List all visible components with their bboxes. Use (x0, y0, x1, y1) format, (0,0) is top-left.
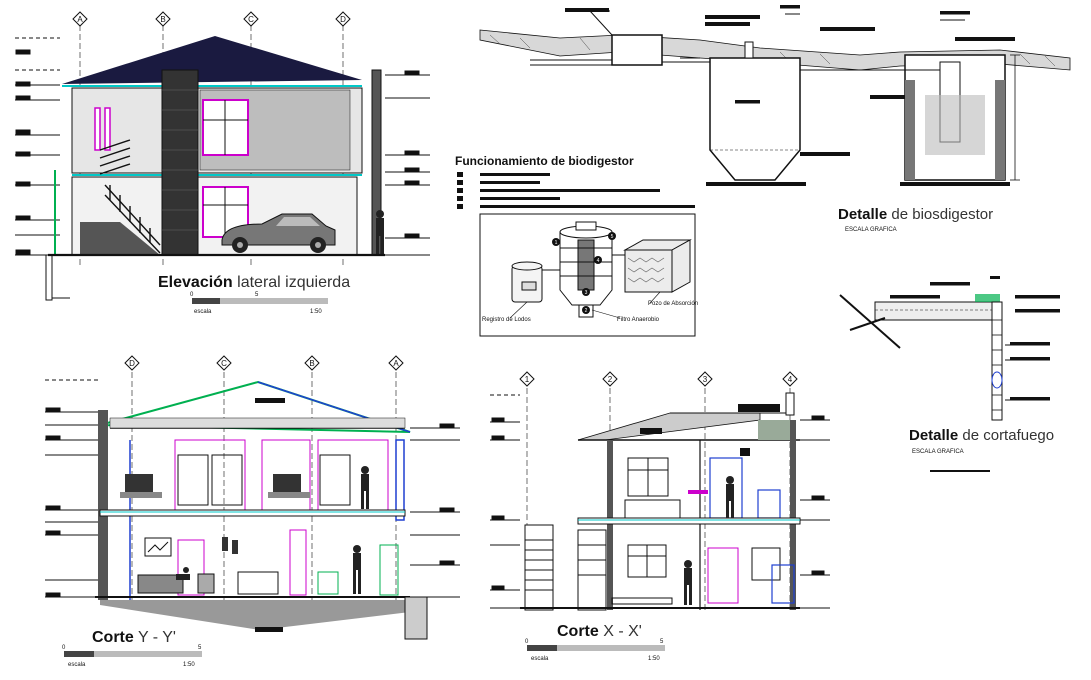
elevation-view: A B C D (15, 11, 430, 315)
elevation-right-level-marks (385, 70, 430, 256)
section-yy-right-level-marks (410, 423, 460, 598)
biodigester-detail-view: Detalle de biosdigestor ESCALA GRAFICA (479, 5, 1071, 233)
svg-text:escala: escala (531, 656, 549, 662)
biodigester-callouts (552, 232, 616, 314)
section-xx-upper-floor (624, 448, 781, 519)
absorption-pit-drawing (623, 239, 692, 293)
registry-label: Registro de Lodos (482, 317, 531, 323)
section-yy-lower-floor (177, 529, 399, 596)
elevation-lower-window (202, 186, 249, 238)
callout-label-5: 5 (611, 234, 614, 240)
section-yy-axis-label-b: B (309, 359, 314, 368)
section-xx-scale-bar: 0 5 escala 1:50 (525, 639, 665, 662)
svg-text:1:50: 1:50 (310, 309, 322, 315)
section-xx-stairs (524, 524, 607, 611)
section-xx-title: Corte X - X' (557, 623, 642, 640)
elevation-axis-label-b: B (160, 15, 165, 24)
registry-box (611, 34, 663, 66)
svg-text:0: 0 (190, 292, 194, 298)
biodigester-function-notes (457, 172, 695, 209)
biodigester-function-view: Funcionamiento de biodigestor (455, 154, 698, 337)
callout-label-1: 1 (555, 240, 558, 246)
section-yy-axis-label-c: C (221, 359, 227, 368)
elevation-scale-bar: 0 5 escala 1:50 (190, 292, 328, 315)
firebreak-detail-subtitle: ESCALA GRAFICA (912, 449, 964, 455)
elevation-upper-window (202, 99, 249, 156)
elevation-roof (62, 36, 362, 84)
elevation-axis-label-d: D (340, 15, 346, 24)
callout-label-3: 3 (585, 290, 588, 296)
biodigester-function-title: Funcionamiento de biodigestor (455, 154, 634, 168)
registry-jar (511, 261, 543, 303)
callout-label-4: 4 (597, 258, 600, 264)
svg-text:escala: escala (68, 662, 86, 668)
section-yy-axis-label-a: A (393, 359, 399, 368)
section-xx-lower-floor (611, 544, 795, 605)
absorption-label: Pozo de Absorción (648, 301, 698, 307)
section-yy-slab (99, 509, 406, 517)
biodigester-tank (709, 57, 801, 181)
elevation-level-marks (15, 37, 60, 256)
firebreak-detail-title: Detalle de cortafuego (909, 427, 1054, 444)
section-yy-scale-bar: 0 5 escala 1:50 (62, 645, 202, 668)
callout-label-2: 2 (585, 308, 588, 314)
section-xx-axis-label-2: 2 (608, 375, 613, 384)
section-xx-roof (577, 412, 761, 441)
svg-text:5: 5 (255, 292, 259, 298)
svg-text:escala: escala (194, 309, 212, 315)
svg-text:0: 0 (62, 645, 66, 651)
filter-label: Filtro Anaerobio (617, 317, 660, 323)
elevation-stone-column (161, 69, 199, 256)
section-yy-title: Corte Y - Y' (92, 629, 176, 646)
elevation-axis-label-a: A (77, 15, 83, 24)
biodigester-detail-subtitle: ESCALA GRAFICA (845, 227, 897, 233)
section-xx-axis-label-4: 4 (788, 375, 793, 384)
svg-text:5: 5 (660, 639, 664, 645)
section-xx-axis-label-1: 1 (525, 375, 530, 384)
elevation-stair-railing (99, 139, 161, 254)
svg-text:1:50: 1:50 (183, 662, 195, 668)
section-xx-axis-label-3: 3 (703, 375, 708, 384)
svg-text:0: 0 (525, 639, 529, 645)
svg-text:1:50: 1:50 (648, 656, 660, 662)
section-yy-level-marks (45, 379, 100, 598)
elevation-title: Elevación lateral izquierda (158, 274, 350, 291)
firebreak-detail-view: Detalle de cortafuego ESCALA GRAFICA (839, 276, 1060, 472)
section-xx-view: 1 2 3 4 (490, 371, 830, 662)
section-xx-level-marks (490, 394, 830, 609)
section-yy-view: D C B A (45, 355, 460, 668)
svg-text:5: 5 (198, 645, 202, 651)
section-yy-axis-label-d: D (129, 359, 135, 368)
elevation-person-figure (376, 210, 384, 255)
biodigester-detail-title: Detalle de biosdigestor (838, 206, 993, 223)
car-silhouette (221, 213, 336, 253)
elevation-axis-label-c: C (248, 15, 254, 24)
